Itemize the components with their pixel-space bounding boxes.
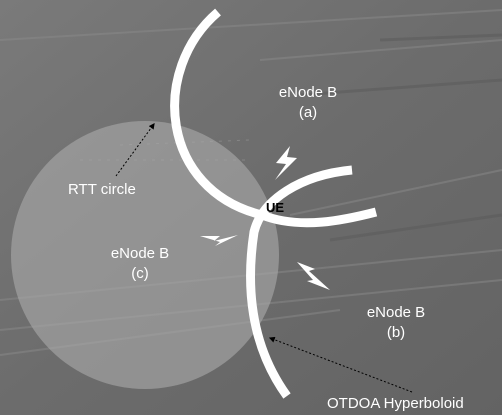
- arc-ue-crossing: [260, 207, 378, 228]
- enodeb-c-id: (c): [131, 265, 149, 282]
- rtt-circle-label: RTT circle: [68, 181, 136, 198]
- enodeb-a-id: (a): [298, 104, 318, 121]
- enodeb-b-label: eNode B (b): [354, 303, 438, 343]
- enodeb-a-name: eNode B: [278, 84, 338, 101]
- rtt-pointer-arrow: [115, 123, 155, 177]
- lightning-bolt-icon-a: [275, 146, 297, 180]
- enodeb-b-name: eNode B: [366, 304, 426, 321]
- enodeb-b-id: (b): [386, 324, 406, 341]
- lightning-bolt-icon-b: [297, 262, 330, 290]
- enodeb-a-label: eNode B (a): [266, 83, 350, 123]
- arc-enodeb-b: [246, 165, 353, 399]
- lightning-bolt-icon-c: [200, 235, 238, 246]
- enodeb-c-label: eNode B (c): [98, 244, 182, 284]
- otdoa-pointer-arrow: [268, 336, 413, 393]
- enodeb-c-name: eNode B: [110, 245, 170, 262]
- ue-label: UE: [265, 200, 285, 215]
- arc-enodeb-a: [170, 8, 264, 220]
- otdoa-hyperboloid-label: OTDOA Hyperboloid: [327, 395, 464, 412]
